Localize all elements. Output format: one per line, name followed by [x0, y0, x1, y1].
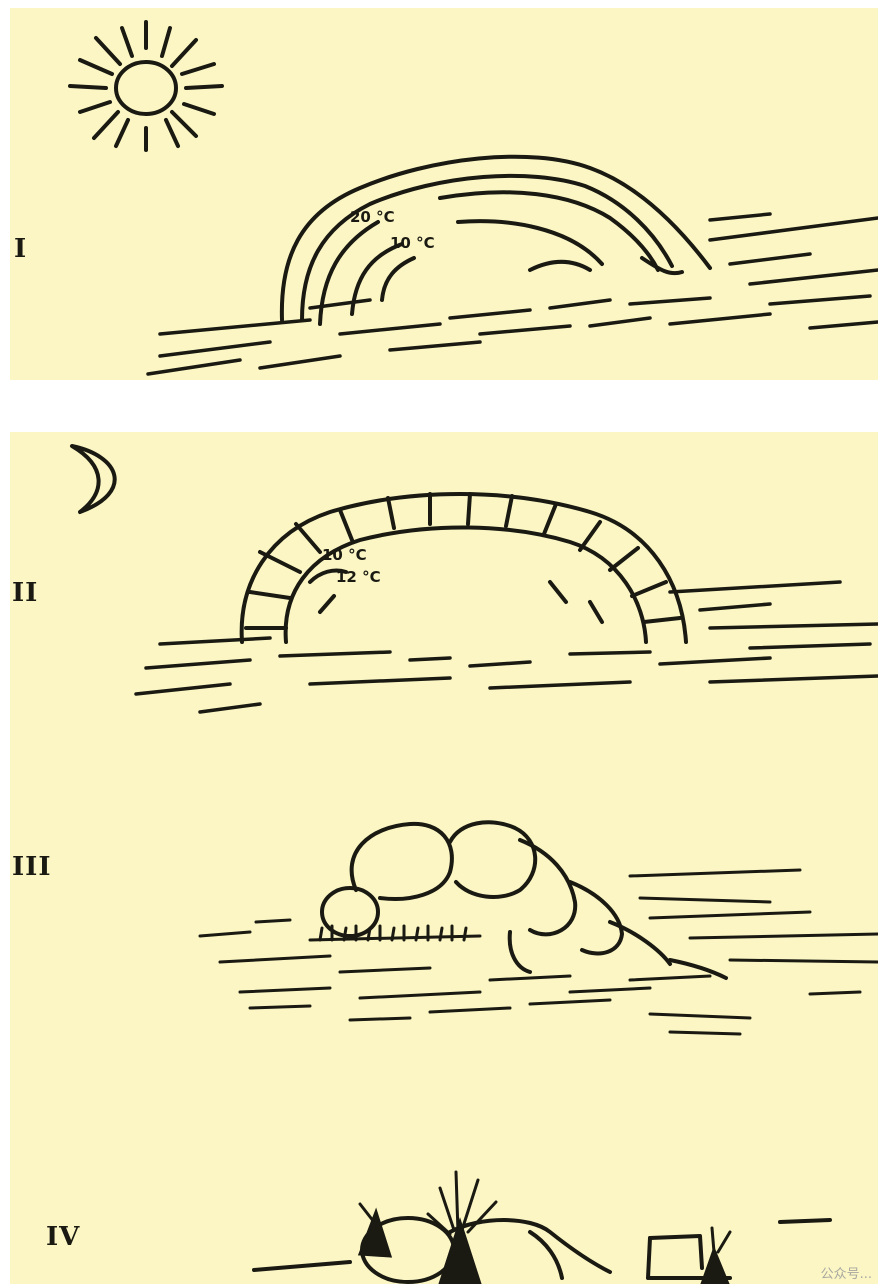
watermark-text: 公众号... — [821, 1263, 872, 1282]
dome-layers — [282, 157, 710, 324]
stone-dome — [242, 494, 686, 642]
temperature-label-outer: 20 °C — [350, 208, 395, 226]
temperature-label-ii-outer: 10 °C — [322, 546, 367, 564]
stage-label-ii: II — [12, 578, 38, 608]
stage-label-iii: III — [12, 852, 52, 882]
ground-lines-iii — [200, 870, 878, 1034]
stages-ii-iv-panel: 10 °C 12 °C — [10, 432, 878, 1284]
temperature-label-inner: 10 °C — [390, 234, 435, 252]
stage-i-panel: 20 °C 10 °C I — [10, 8, 878, 380]
ground-lines — [148, 214, 878, 374]
stage-label-iv: IV — [46, 1222, 80, 1252]
ground-lines-ii — [136, 582, 878, 712]
stage-i-drawing: 20 °C 10 °C — [10, 8, 878, 380]
temperature-label-ii-inner: 12 °C — [336, 568, 381, 586]
stages-ii-iv-drawing: 10 °C 12 °C — [10, 432, 878, 1284]
stage-iv-drawing — [254, 1172, 830, 1284]
stage-label-i: I — [14, 234, 27, 264]
crescent-moon-icon — [72, 446, 115, 512]
sun-icon — [70, 22, 222, 150]
